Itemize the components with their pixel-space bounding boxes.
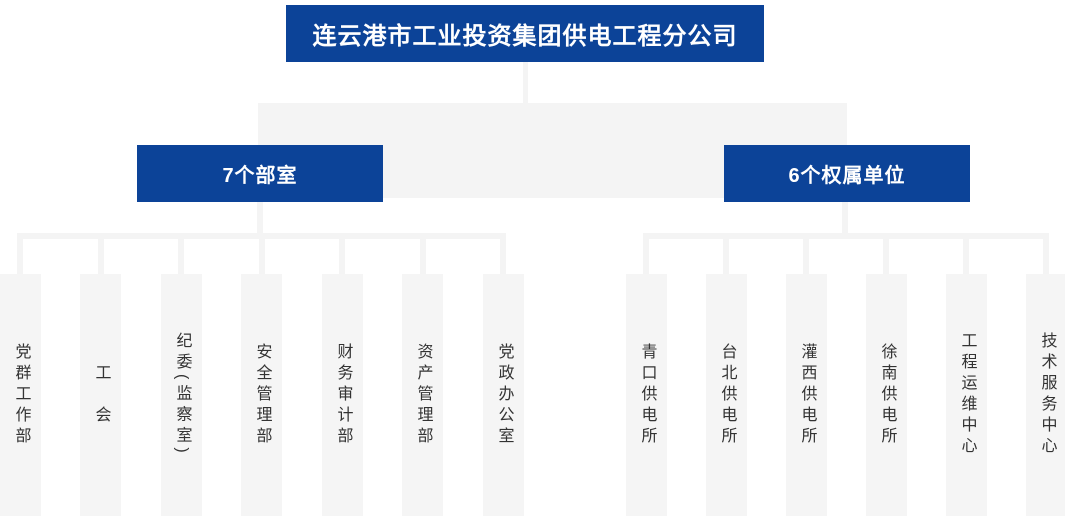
leaf-qingkou-power-supply-station: 青口供电所 bbox=[626, 274, 667, 516]
connector-stub bbox=[420, 239, 426, 274]
leaf-label: 工程运维中心 bbox=[958, 332, 976, 458]
leaf-party-admin-office: 党政办公室 bbox=[483, 274, 524, 516]
connector-stub bbox=[339, 239, 345, 274]
connector-stub bbox=[803, 239, 809, 274]
connector-stub bbox=[643, 239, 649, 274]
leaf-xunan-power-supply-station: 徐南供电所 bbox=[866, 274, 907, 516]
org-root-box: 连云港市工业投资集团供电工程分公司 bbox=[286, 5, 764, 62]
leaf-technical-service-center: 技术服务中心 bbox=[1026, 274, 1065, 516]
connector-stub bbox=[963, 239, 969, 274]
leaf-label: 纪委(监察室) bbox=[173, 332, 191, 458]
leaf-label: 技术服务中心 bbox=[1038, 332, 1056, 458]
connector-stub bbox=[178, 239, 184, 274]
leaf-label: 徐南供电所 bbox=[878, 342, 896, 448]
leaf-label: 工 会 bbox=[92, 363, 110, 427]
leaf-party-mass-work-dept: 党群工作部 bbox=[0, 274, 41, 516]
connector-stub bbox=[1043, 239, 1049, 274]
leaf-label: 青口供电所 bbox=[638, 342, 656, 448]
leaf-label: 灌西供电所 bbox=[798, 342, 816, 448]
leaf-label: 党政办公室 bbox=[495, 342, 513, 448]
leaf-label: 财务审计部 bbox=[334, 342, 352, 448]
connector-stub bbox=[723, 239, 729, 274]
connector-units-hline bbox=[643, 233, 1049, 239]
connector-departments-hline bbox=[17, 233, 506, 239]
leaf-labor-union: 工 会 bbox=[80, 274, 121, 516]
leaf-label: 安全管理部 bbox=[253, 342, 271, 448]
connector-departments-drop bbox=[257, 202, 263, 233]
leaf-finance-audit-dept: 财务审计部 bbox=[322, 274, 363, 516]
connector-stub bbox=[98, 239, 104, 274]
connector-stub bbox=[17, 239, 23, 274]
branch-box-departments: 7个部室 bbox=[137, 145, 383, 202]
branch-box-affiliated-units: 6个权属单位 bbox=[724, 145, 970, 202]
leaf-label: 资产管理部 bbox=[414, 342, 432, 448]
leaf-engineering-operation-maintenance-center: 工程运维中心 bbox=[946, 274, 987, 516]
leaf-asset-management-dept: 资产管理部 bbox=[402, 274, 443, 516]
leaf-safety-management-dept: 安全管理部 bbox=[241, 274, 282, 516]
leaf-discipline-inspection-office: 纪委(监察室) bbox=[161, 274, 202, 516]
connector-stub bbox=[883, 239, 889, 274]
leaf-guanxi-power-supply-station: 灌西供电所 bbox=[786, 274, 827, 516]
connector-stub bbox=[259, 239, 265, 274]
connector-root-drop bbox=[523, 62, 528, 103]
leaf-label: 党群工作部 bbox=[12, 342, 30, 448]
leaf-taibei-power-supply-station: 台北供电所 bbox=[706, 274, 747, 516]
connector-stub bbox=[500, 239, 506, 274]
leaf-label: 台北供电所 bbox=[718, 342, 736, 448]
connector-units-drop bbox=[842, 202, 848, 233]
